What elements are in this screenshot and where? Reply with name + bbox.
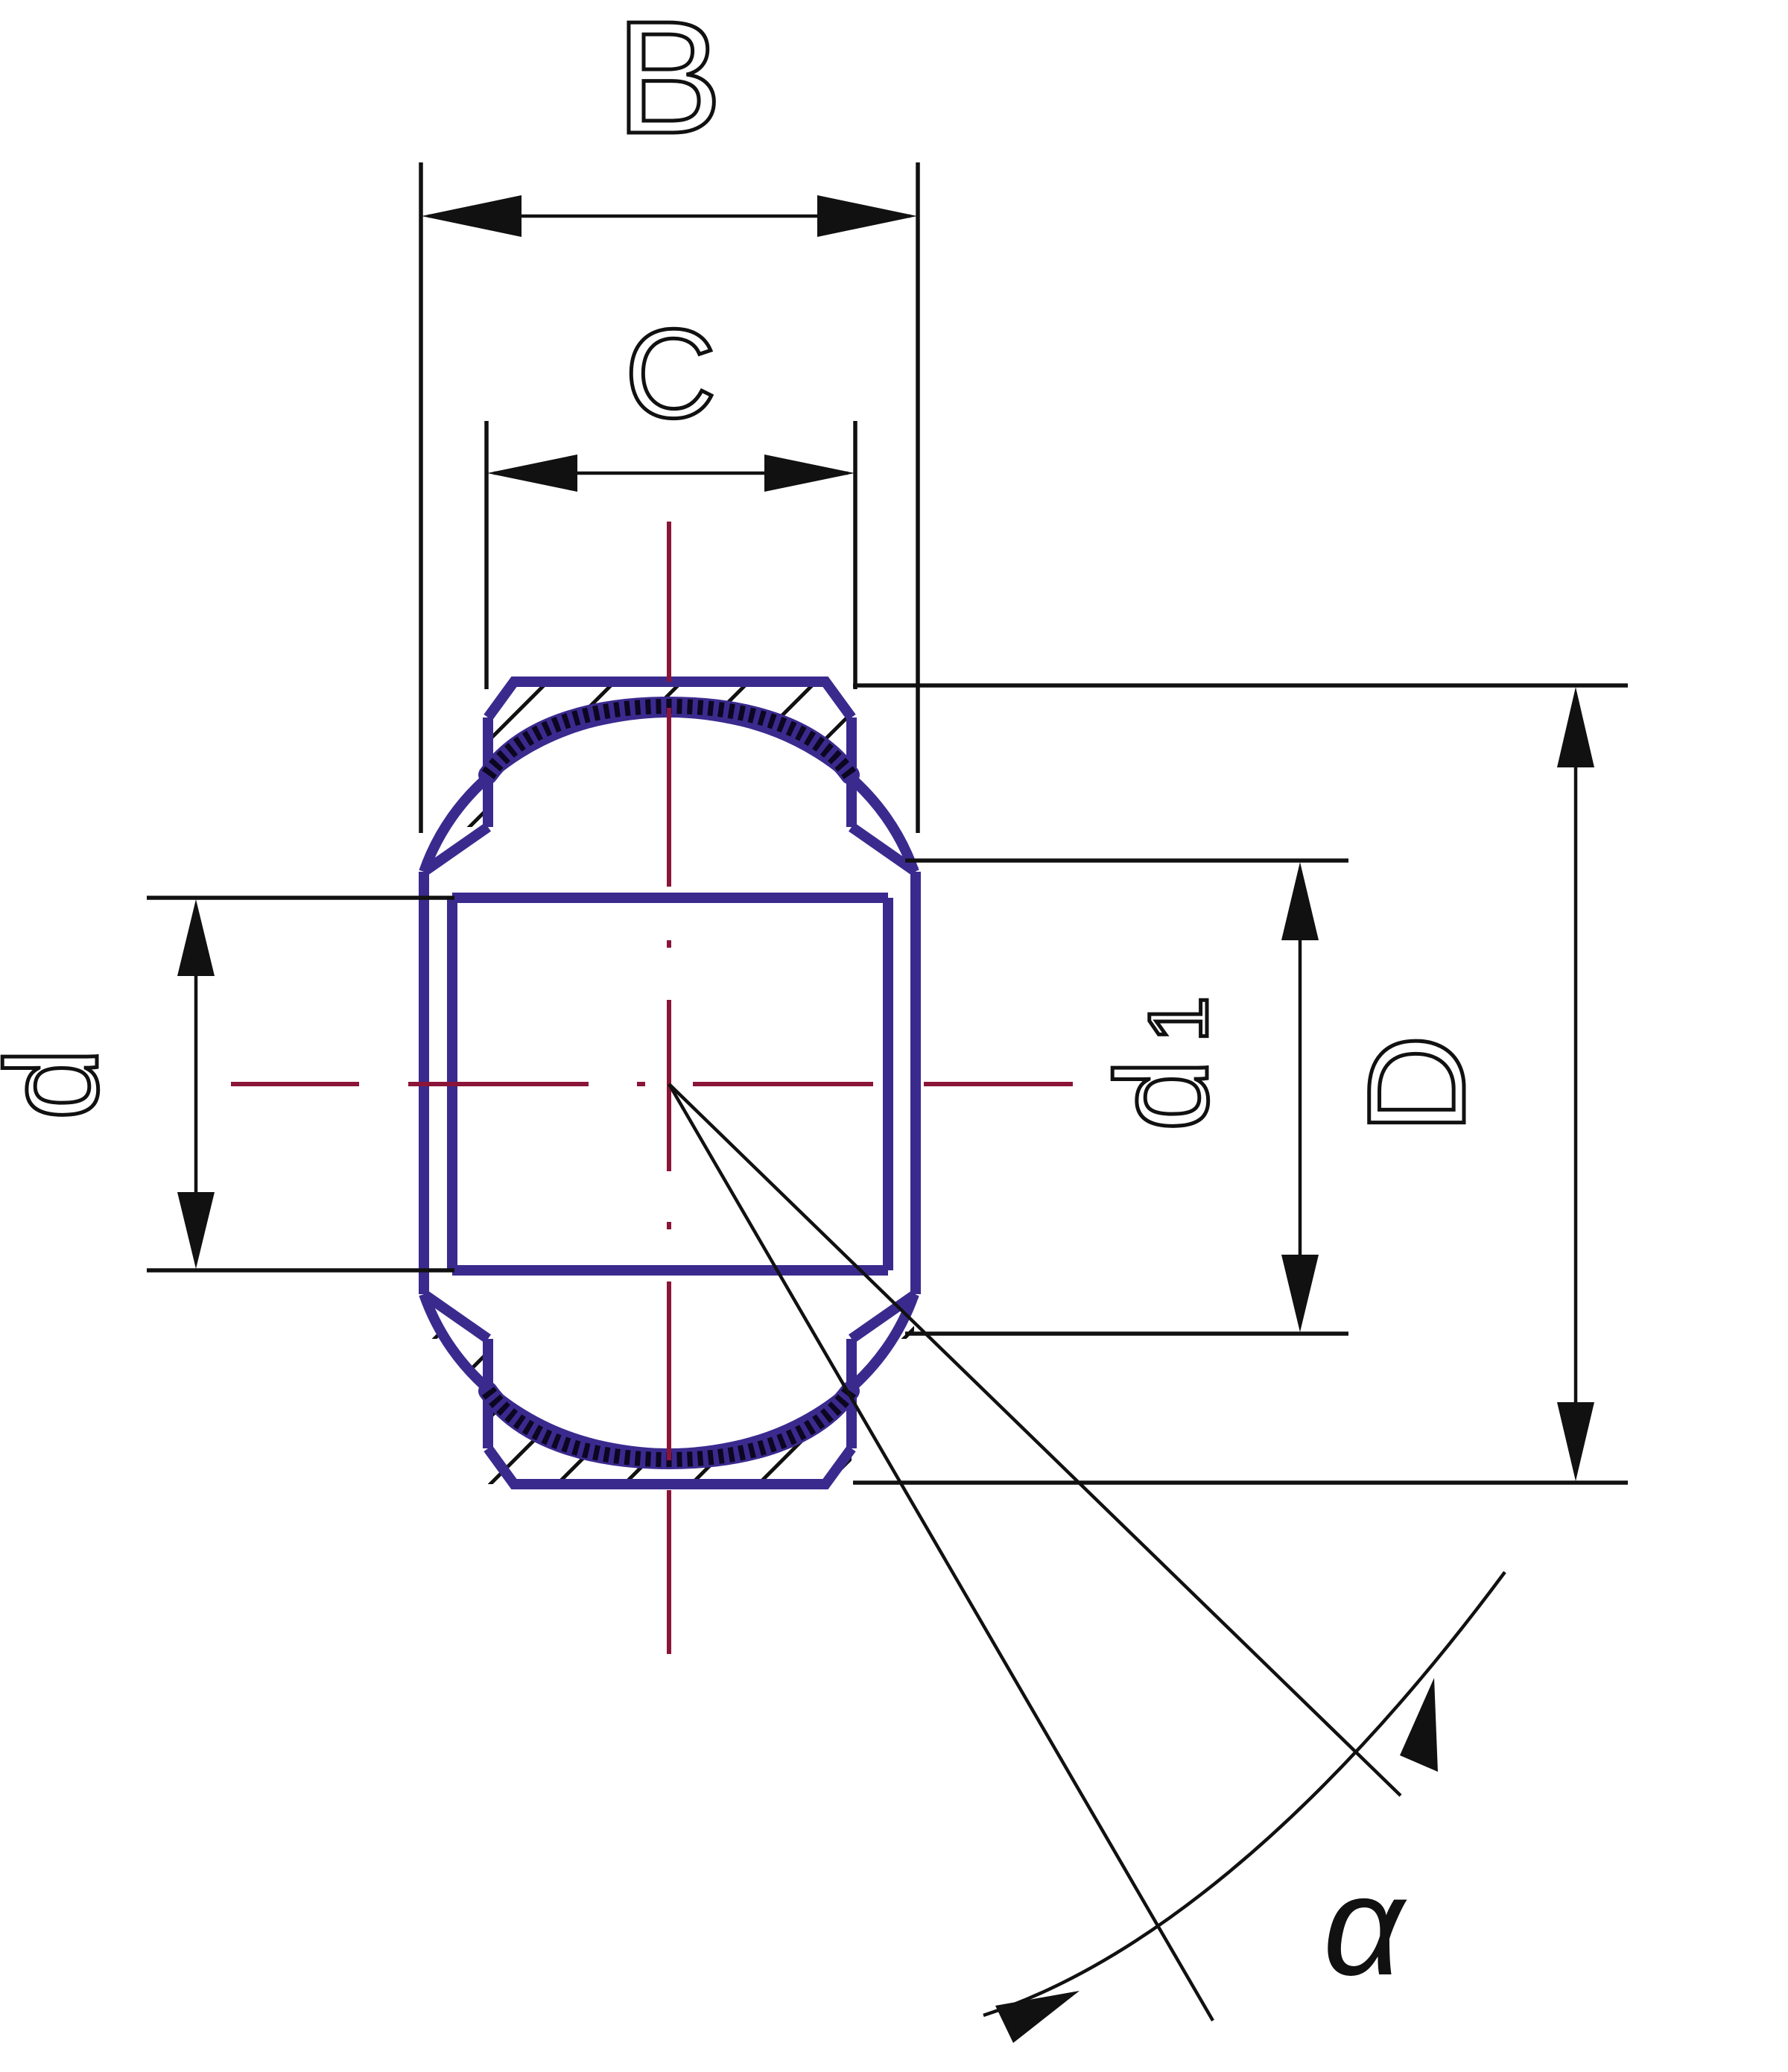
label-d: d: [0, 1048, 125, 1120]
label-D: D: [1340, 1034, 1494, 1134]
angle-arc: [983, 1571, 1506, 2018]
arrow-B-right: [817, 195, 917, 237]
dimension-D: D: [853, 683, 1628, 1485]
label-B: B: [615, 0, 722, 167]
label-alpha: α: [1323, 1847, 1407, 2005]
outer-ring-bottom-edge: [484, 1445, 856, 1489]
outer-ring-upper-left-chamfer: [420, 823, 492, 876]
label-C: C: [625, 303, 717, 445]
label-d1-subscript: 1: [1132, 996, 1225, 1042]
angle-ray-2: [668, 1083, 1402, 1797]
angle-ray-1: [668, 1083, 1214, 2022]
arrow-C-right: [764, 454, 855, 492]
label-d1-group: d 1: [1088, 994, 1237, 1133]
liner-dots-upper: [481, 698, 857, 779]
arrow-B-left: [422, 195, 522, 237]
sliding-liner-upper: [478, 696, 860, 785]
arrow-D-top: [1557, 687, 1594, 767]
center-lines: [231, 522, 1073, 1654]
angle-arc-arrow-end: [1400, 1678, 1438, 1772]
angle-marker-alpha: α: [668, 1083, 1506, 2043]
arrow-d-bottom: [177, 1192, 215, 1269]
arrow-d1-top: [1281, 862, 1319, 940]
label-d1-base: d: [1090, 1059, 1235, 1131]
outer-ring-lower-right-chamfer: [848, 1290, 919, 1343]
arrow-d-top: [177, 899, 215, 976]
angle-arc-arrow-start: [995, 1991, 1080, 2043]
arrow-D-bottom: [1557, 1402, 1594, 1481]
dimension-B: B: [419, 0, 920, 833]
arrow-C-left: [487, 454, 577, 492]
dimension-C: C: [484, 302, 857, 689]
outer-ring-upper-right-chamfer: [848, 823, 919, 876]
outer-ring-lower-left-chamfer: [420, 1290, 492, 1343]
arrow-d1-bottom: [1281, 1255, 1319, 1332]
dimension-d: d: [0, 896, 454, 1273]
dimension-d1: d 1: [905, 858, 1348, 1336]
